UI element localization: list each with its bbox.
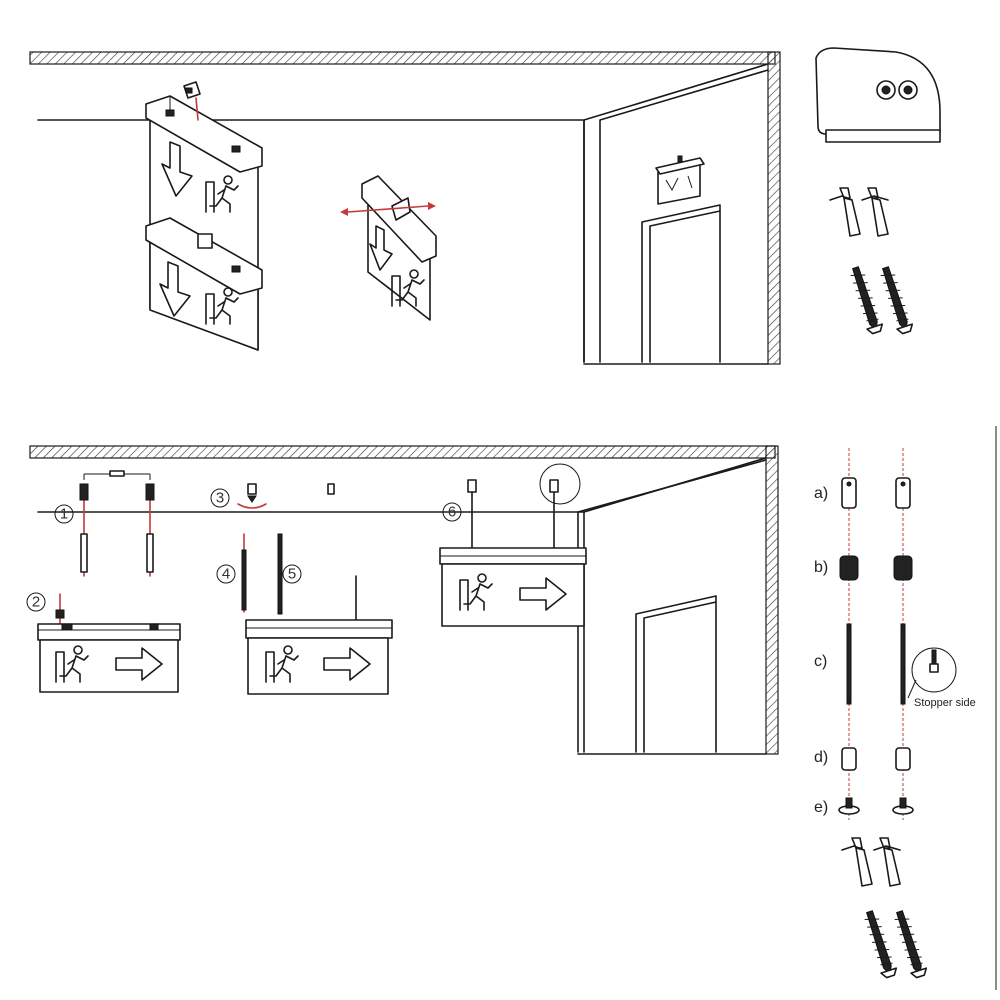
top-room-scene — [29, 47, 941, 365]
svg-text:2: 2 — [32, 594, 40, 611]
screw-icon-bottom — [861, 908, 929, 980]
step-number-6: 6 — [442, 502, 462, 522]
wall-anchor-icon-bottom — [841, 837, 901, 887]
svg-text:6: 6 — [448, 504, 456, 521]
step-number-4: 4 — [216, 564, 236, 584]
step1-anchors — [79, 470, 155, 577]
exit-sign-ceiling-angled — [340, 175, 437, 321]
ceiling-slab-top — [29, 51, 776, 65]
step2-sign — [37, 593, 181, 693]
detail-callout-circle — [539, 463, 581, 505]
corridor-wall-bottom — [577, 459, 767, 753]
part-label-e: e) — [814, 799, 828, 816]
exit-sign-above-door — [655, 155, 705, 205]
step-number-1: 1 — [54, 504, 74, 524]
corridor-wall-top — [583, 69, 769, 363]
svg-text:4: 4 — [222, 566, 230, 583]
door-frame-top — [641, 204, 721, 363]
screw-icon — [847, 264, 915, 336]
part-label-c: c) — [814, 653, 827, 670]
wall-anchor-icon — [829, 187, 889, 237]
ceiling-slab-bottom — [29, 445, 776, 459]
arrow-down-icon — [161, 141, 193, 197]
step-number-3: 3 — [210, 488, 230, 508]
svg-text:1: 1 — [60, 506, 68, 523]
right-wall-slab-bottom — [765, 445, 779, 755]
arrow-down-icon-2 — [159, 261, 191, 317]
step-number-2: 2 — [26, 592, 46, 612]
wall-edge-lines-bottom — [37, 457, 767, 755]
right-wall-slab-top — [767, 51, 781, 365]
step3-insert — [237, 483, 335, 509]
part-label-d: d) — [814, 749, 828, 766]
door-frame-bottom — [635, 595, 717, 753]
part-label-a: a) — [814, 485, 828, 502]
part-label-b: b) — [814, 559, 828, 576]
svg-text:5: 5 — [288, 566, 296, 583]
svg-text:3: 3 — [216, 490, 224, 507]
exit-sign-wall-mount-2 — [145, 217, 263, 351]
bottom-room-scene: 1 2 3 4 5 6 — [26, 426, 997, 990]
step6-suspended-sign — [439, 463, 587, 627]
step45-cables — [241, 533, 393, 695]
stopper-side-label: Stopper side — [914, 697, 976, 709]
parts-column: a) b) c) Stopper side d) e) — [814, 426, 997, 990]
step-number-5: 5 — [282, 564, 302, 584]
bracket-housing — [815, 47, 941, 143]
stopper-detail-callout: Stopper side — [907, 647, 976, 709]
